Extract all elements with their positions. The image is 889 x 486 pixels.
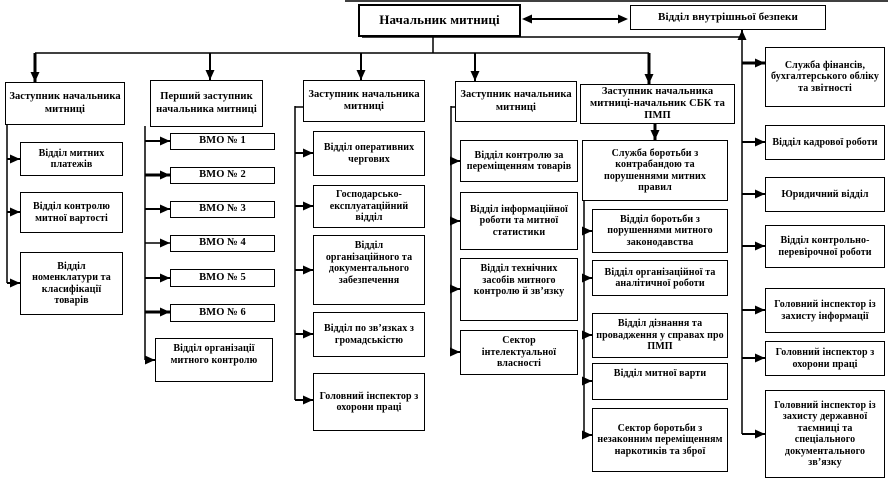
node-col2-child-0: ВМО № 1	[170, 133, 275, 150]
node-col3-child-0: Відділ оперативних чергових	[313, 131, 425, 176]
node-col2-child-5: ВМО № 6	[170, 304, 275, 322]
node-col4-child-2: Відділ технічних засобів митного контрол…	[460, 258, 578, 321]
node-right-0: Служба фінансів, бухгалтерського обліку …	[765, 47, 885, 107]
node-col5-child-4: Сектор боротьби з незаконним переміщення…	[592, 408, 728, 472]
node-col5-child-3: Відділ митної варти	[592, 363, 728, 400]
node-col5-child-1: Відділ організаційної та аналітичної роб…	[592, 260, 728, 296]
node-col3-child-1: Господарсько-експлуатаційний відділ	[313, 185, 425, 228]
node-col3-child-2: Відділ організаційного та документальног…	[313, 235, 425, 305]
node-col3-child-4: Головний інспектор з охорони праці	[313, 373, 425, 431]
node-col1-child-0: Відділ митних платежів	[20, 142, 123, 176]
node-col1-child-1: Відділ контролю митної вартості	[20, 192, 123, 233]
node-col4-child-3: Сектор інтелектуальної власності	[460, 330, 578, 375]
node-right-3: Відділ контрольно-перевірочної роботи	[765, 225, 885, 268]
node-right-2: Юридичний відділ	[765, 177, 885, 212]
node-col2-child-1: ВМО № 2	[170, 167, 275, 184]
node-right-4: Головний інспектор із захисту інформації	[765, 288, 885, 333]
node-col2-child-4: ВМО № 5	[170, 269, 275, 287]
node-col1-child-2: Відділ номенклатури та класифікації това…	[20, 252, 123, 315]
node-col5-service: Служба боротьби з контрабандою та поруше…	[582, 140, 728, 201]
node-internal-security: Відділ внутрішньої безпеки	[630, 5, 826, 30]
node-col5-child-0: Відділ боротьби з порушеннями митного за…	[592, 209, 728, 253]
node-col2-header: Перший заступник начальника митниці	[150, 80, 263, 127]
node-col2-child-6: Відділ організації митного контролю	[155, 338, 273, 382]
node-col5-child-2: Відділ дізнання та провадження у справах…	[592, 313, 728, 358]
arrowhead-left	[522, 14, 532, 24]
node-col3-header: Заступник начальника митниці	[303, 80, 425, 122]
node-col3-child-3: Відділ по зв’язках з громадськістю	[313, 312, 425, 357]
node-right-6: Головний інспектор із захисту державної …	[765, 390, 885, 478]
node-col5-header: Заступник начальника митниці-начальник С…	[580, 84, 735, 124]
node-right-1: Відділ кадрової роботи	[765, 125, 885, 160]
node-right-5: Головний інспектор з охорони праці	[765, 341, 885, 376]
node-col1-header: Заступник начальника митниці	[5, 82, 125, 125]
node-col2-child-2: ВМО № 3	[170, 201, 275, 218]
node-col4-child-1: Відділ інформаційної роботи та митної ст…	[460, 192, 578, 250]
arrowhead-right	[618, 14, 628, 24]
node-col4-child-0: Відділ контролю за переміщенням товарів	[460, 140, 578, 182]
node-col2-child-3: ВМО № 4	[170, 235, 275, 252]
node-head-of-customs: Начальник митниці	[358, 4, 521, 37]
node-col4-header: Заступник начальника митниці	[455, 81, 577, 122]
